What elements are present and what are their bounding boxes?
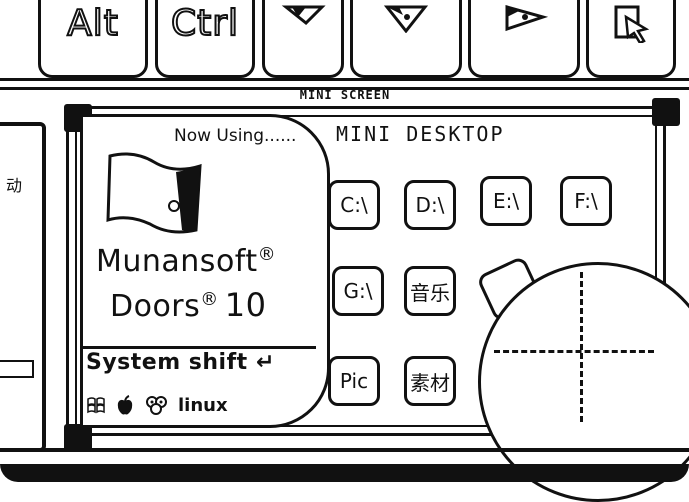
ctrl-key[interactable]: Ctrl (155, 0, 255, 78)
drive-e-label: E:\ (492, 189, 520, 213)
version-number: 10 (224, 286, 267, 324)
mini-desktop-title: MINI DESKTOP (336, 122, 505, 146)
corner-handle-top-right[interactable] (652, 98, 680, 126)
drive-f-tile[interactable]: F:\ (560, 176, 612, 226)
panel-divider (80, 346, 316, 349)
pic-folder-label: Pic (339, 369, 369, 393)
cursor-pointer-icon (589, 3, 673, 47)
drive-d-tile[interactable]: D:\ (404, 180, 456, 230)
alt-key[interactable]: Alt (38, 0, 148, 78)
arrow-down-icon (353, 3, 459, 37)
left-window-bar (0, 360, 34, 378)
enter-icon: ↵ (255, 350, 275, 375)
crosshair-vertical (580, 272, 583, 422)
arrow-left-key[interactable] (262, 0, 344, 78)
linux-label: linux (178, 394, 228, 416)
drive-c-label: C:\ (340, 193, 368, 217)
music-folder-tile[interactable]: 音乐 (404, 266, 456, 316)
system-shift-label: System shift (86, 350, 248, 375)
arrow-down-key[interactable] (350, 0, 462, 78)
cursor-key[interactable] (586, 0, 676, 78)
arrow-left-icon (265, 3, 341, 31)
brand-name: Munansoft® (96, 244, 276, 279)
drive-g-tile[interactable]: G:\ (332, 266, 384, 316)
linux-penguin-icon[interactable] (144, 394, 170, 416)
now-using-label: Now Using...... (174, 126, 297, 146)
arrow-right-icon (471, 3, 577, 37)
drive-d-label: D:\ (415, 193, 445, 217)
bottom-line (0, 448, 689, 452)
corner-handle-bottom-left[interactable] (64, 424, 92, 452)
system-shift-button[interactable]: System shift ↵ (86, 350, 275, 375)
doors-flag-logo (106, 152, 202, 234)
pic-folder-tile[interactable]: Pic (328, 356, 380, 406)
arrow-right-key[interactable] (468, 0, 580, 78)
left-partial-window[interactable] (0, 122, 46, 452)
crosshair-horizontal (494, 350, 654, 353)
ctrl-key-label: Ctrl (170, 2, 240, 45)
materials-folder-label: 素材 (410, 370, 450, 395)
mini-screen-inner (75, 115, 657, 427)
registered-mark: ® (257, 244, 277, 265)
alt-key-label: Alt (66, 2, 119, 45)
music-folder-label: 音乐 (410, 280, 450, 305)
registered-mark-2: ® (200, 289, 219, 310)
brand-line2: Doors (110, 289, 201, 324)
bottom-bar (0, 464, 689, 482)
product-name: Doors®10 (110, 286, 267, 324)
drive-f-label: F:\ (574, 189, 598, 213)
apple-icon[interactable] (114, 394, 136, 416)
drive-c-tile[interactable]: C:\ (328, 180, 380, 230)
mini-screen-label: MINI SCREEN (299, 88, 391, 102)
left-window-glyph: 动 (6, 176, 23, 195)
os-switcher: linux (86, 394, 228, 416)
materials-folder-tile[interactable]: 素材 (404, 356, 456, 406)
drive-e-tile[interactable]: E:\ (480, 176, 532, 226)
brand-line1: Munansoft (96, 244, 258, 279)
keyboard-base (0, 78, 689, 90)
drive-g-label: G:\ (343, 279, 373, 303)
windows-icon[interactable] (86, 395, 106, 415)
